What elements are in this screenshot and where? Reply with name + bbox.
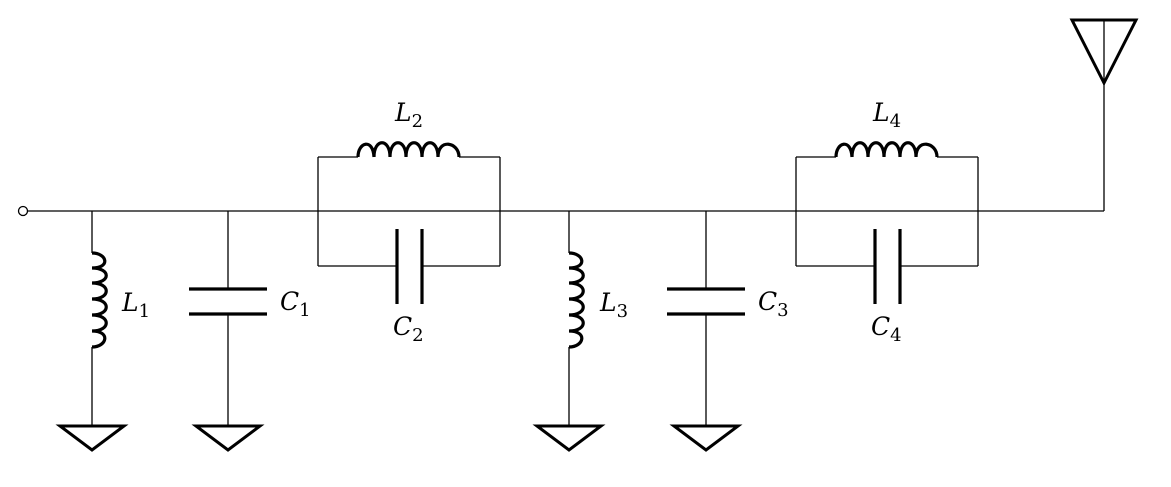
antenna-icon: [1069, 18, 1139, 211]
ground-icon: [669, 424, 743, 452]
label-c4: C4: [871, 312, 902, 346]
inductor-coil-icon: [91, 251, 108, 349]
label-l2: L2: [394, 98, 423, 132]
capacitor-c3: [667, 211, 745, 426]
ground-icon: [191, 424, 265, 452]
capacitor-c1: [189, 211, 267, 426]
label-l3: L3: [599, 288, 628, 322]
label-c3: C3: [758, 287, 789, 321]
label-c1: C1: [280, 287, 311, 321]
inductor-l3: [568, 211, 585, 426]
inductor-coil-icon: [568, 251, 585, 349]
label-c2: C2: [393, 312, 424, 346]
inductor-coil-icon: [834, 141, 939, 158]
label-l4: L4: [872, 98, 901, 132]
inductor-l1: [91, 211, 108, 426]
input-terminal-icon: [17, 205, 29, 217]
ground-icon: [532, 424, 606, 452]
tank-l2-c2: [317, 141, 501, 304]
label-l1: L1: [121, 288, 150, 322]
inductor-coil-icon: [356, 141, 461, 158]
tank-l4-c4: [795, 141, 979, 304]
ground-icon: [55, 424, 129, 452]
